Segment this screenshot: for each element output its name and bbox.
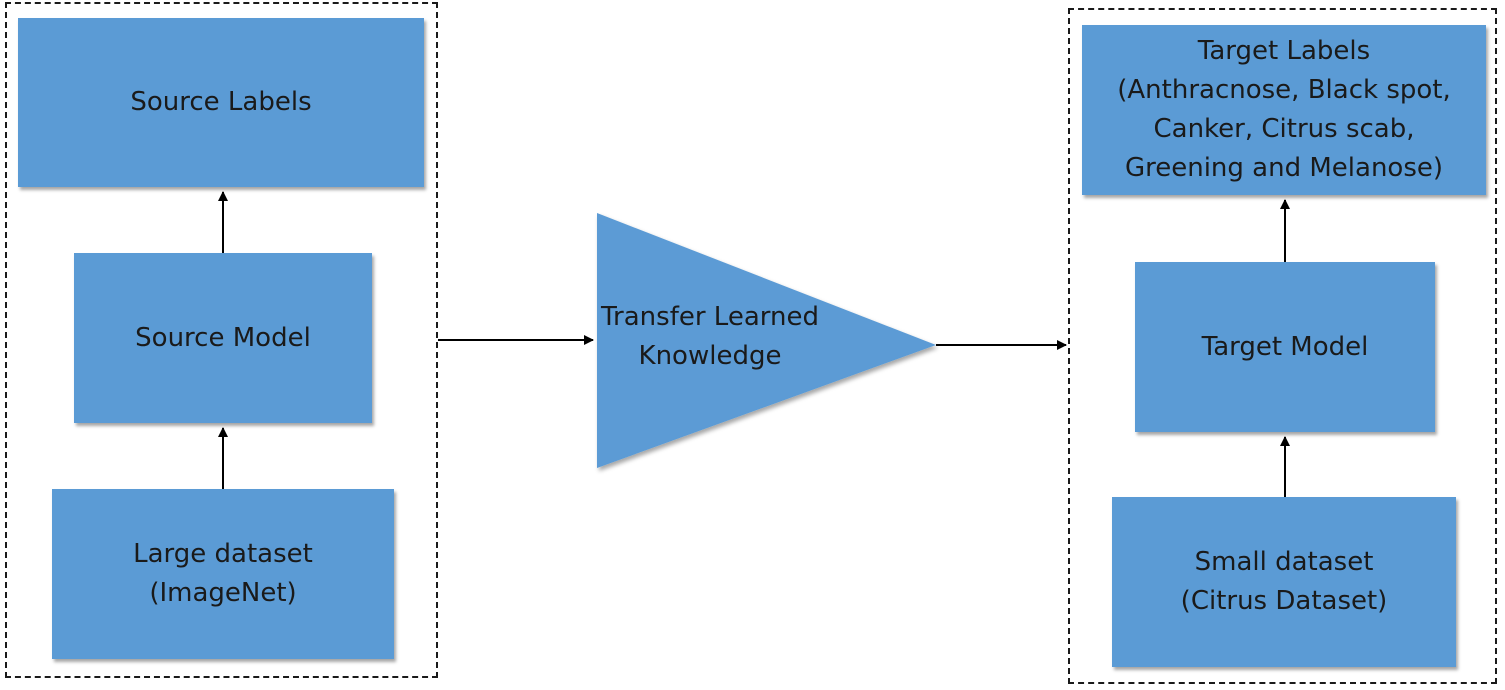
source-labels-box: Source Labels [18, 18, 424, 187]
target-group [1068, 8, 1497, 684]
transfer-triangle [597, 213, 936, 468]
large-dataset-text: Large dataset (ImageNet) [133, 539, 313, 608]
large-dataset-box: Large dataset (ImageNet) [52, 489, 394, 659]
transfer-knowledge-label: Transfer Learned Knowledge [601, 302, 819, 371]
source-labels-text: Source Labels [130, 87, 312, 117]
small-dataset-box: Small dataset (Citrus Dataset) [1112, 497, 1456, 667]
target-model-text: Target Model [1201, 331, 1369, 362]
source-model-box: Source Model [74, 253, 372, 423]
target-labels-box: Target Labels (Anthracnose, Black spot, … [1082, 25, 1486, 195]
small-dataset-text: Small dataset (Citrus Dataset) [1180, 547, 1388, 616]
source-model-text: Source Model [135, 322, 311, 353]
source-group [5, 2, 438, 678]
target-model-box: Target Model [1135, 262, 1435, 432]
target-labels-text: Target Labels (Anthracnose, Black spot, … [1117, 36, 1451, 183]
